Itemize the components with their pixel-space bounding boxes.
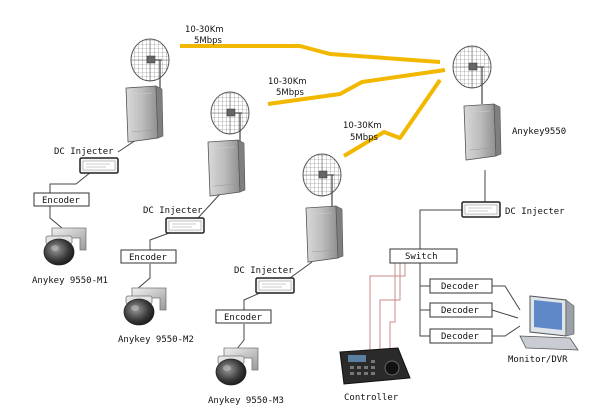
radio-panel-icon <box>305 205 344 263</box>
ptz-camera-icon <box>43 227 87 266</box>
link-3-rate: 5Mbps <box>350 133 379 143</box>
link-3-distance: 10-30Km <box>343 121 382 131</box>
node-2: DC Injecter Encoder Anykey 9550-M2 <box>118 91 250 345</box>
encoder-box <box>120 249 177 264</box>
link-2-distance: 10-30Km <box>268 77 307 87</box>
dc-injector-icon <box>79 157 119 174</box>
node-2-dc-injecter-label: DC Injecter <box>143 206 203 216</box>
node-2-camera-label: Anykey 9550-M2 <box>118 335 194 345</box>
grid-dish-antenna-icon <box>302 153 342 197</box>
node-3-camera-label: Anykey 9550-M3 <box>208 396 284 406</box>
node-1-encoder-label: Encoder <box>42 196 81 206</box>
node-3-dc-injecter-label: DC Injecter <box>234 266 294 276</box>
decoder-box <box>429 278 493 294</box>
dc-injector-icon <box>461 201 501 218</box>
link-1-distance: 10-30Km <box>185 25 224 35</box>
base-station-name: Anykey9550 <box>512 127 566 137</box>
decoder-box <box>429 302 493 318</box>
base-station: Anykey9550 DC Injecter Switch Decoder De… <box>339 45 579 403</box>
link-2-rate: 5Mbps <box>276 88 305 98</box>
node-1-camera-label: Anykey 9550-M1 <box>32 276 108 286</box>
link-bolt-3 <box>342 78 442 158</box>
monitor-icon <box>519 295 579 351</box>
link-bolt-1 <box>180 44 441 64</box>
dc-injector-icon <box>255 277 295 294</box>
radio-panel-icon <box>125 85 164 143</box>
radio-panel-icon <box>463 103 502 161</box>
decoder-2-label: Decoder <box>441 306 480 316</box>
grid-dish-antenna-icon <box>130 38 170 82</box>
base-dc-injecter-label: DC Injecter <box>505 207 565 217</box>
controller-icon <box>339 347 411 385</box>
grid-dish-antenna-icon <box>210 91 250 135</box>
encoder-box <box>33 192 90 207</box>
decoder-3-label: Decoder <box>441 332 480 342</box>
wiring <box>49 139 521 351</box>
encoder-box <box>215 309 272 324</box>
link-1-rate: 5Mbps <box>194 36 223 46</box>
node-1: DC Injecter Encoder Anykey 9550-M1 <box>32 38 170 286</box>
grid-dish-antenna-icon <box>452 45 492 89</box>
link-bolt-2 <box>267 68 446 106</box>
decoder-1-label: Decoder <box>441 282 480 292</box>
controller-label: Controller <box>344 393 399 403</box>
control-wiring <box>369 262 406 350</box>
ptz-camera-icon <box>215 347 259 386</box>
node-1-dc-injecter-label: DC Injecter <box>54 147 114 157</box>
monitor-label: Monitor/DVR <box>508 355 568 365</box>
decoder-box <box>429 328 493 344</box>
node-3-encoder-label: Encoder <box>224 313 263 323</box>
radio-panel-icon <box>207 139 246 197</box>
dc-injector-icon <box>165 217 205 234</box>
switch-label: Switch <box>405 252 438 262</box>
node-2-encoder-label: Encoder <box>129 253 168 263</box>
wireless-links: 10-30Km 5Mbps 10-30Km 5Mbps 10-30Km 5Mbp… <box>180 25 446 158</box>
switch-box <box>389 248 458 264</box>
ptz-camera-icon <box>123 287 167 326</box>
node-3: DC Injecter Encoder Anykey 9550-M3 <box>208 153 344 406</box>
